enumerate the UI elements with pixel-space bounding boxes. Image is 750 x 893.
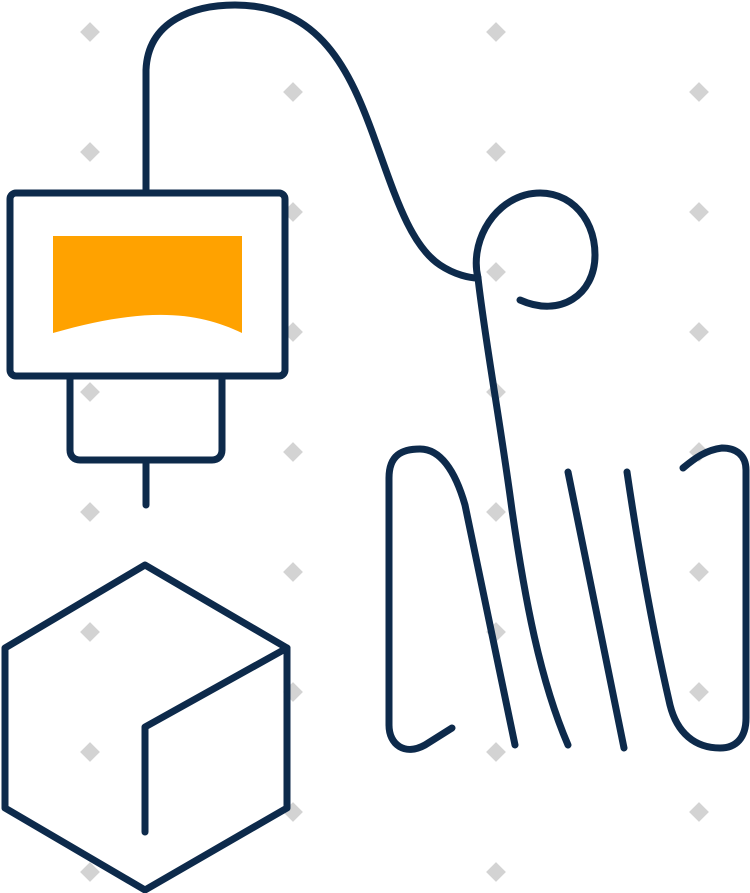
watermark-diamond bbox=[486, 142, 506, 162]
watermark-diamond bbox=[689, 202, 709, 222]
printer-head-body bbox=[6, 189, 289, 380]
watermark-diamond bbox=[689, 322, 709, 342]
watermark-diamond bbox=[689, 562, 709, 582]
printer-head-icon bbox=[6, 1, 482, 509]
spool-wind-1 bbox=[564, 468, 628, 752]
watermark-diamond bbox=[689, 802, 709, 822]
watermark-diamond bbox=[80, 382, 100, 402]
watermark-diamond bbox=[486, 862, 506, 882]
spool-wind-2 bbox=[623, 444, 750, 752]
watermark-diamond bbox=[486, 502, 506, 522]
watermark-diamond bbox=[486, 262, 506, 282]
watermark-diamond bbox=[80, 22, 100, 42]
watermark-diamond bbox=[486, 742, 506, 762]
cube-icon bbox=[1, 561, 291, 893]
watermark-diamond bbox=[80, 622, 100, 642]
watermark-diamond bbox=[283, 442, 303, 462]
printer-head-screen bbox=[53, 236, 242, 333]
watermark-diamond bbox=[283, 82, 303, 102]
filament-cable bbox=[142, 1, 482, 282]
spool-left-flange bbox=[385, 445, 519, 753]
watermark-diamond bbox=[80, 742, 100, 762]
watermark-diamond bbox=[283, 562, 303, 582]
watermark-diamond bbox=[689, 682, 709, 702]
cube-inner-edge bbox=[141, 644, 291, 836]
watermark-diamond bbox=[80, 142, 100, 162]
watermark-diamond bbox=[486, 22, 506, 42]
filament-loop bbox=[472, 189, 599, 310]
filament-spool-icon bbox=[385, 189, 750, 753]
watermark-diamond bbox=[80, 502, 100, 522]
watermark-pattern bbox=[80, 22, 709, 882]
filament-strand bbox=[474, 274, 572, 749]
watermark-diamond bbox=[689, 82, 709, 102]
